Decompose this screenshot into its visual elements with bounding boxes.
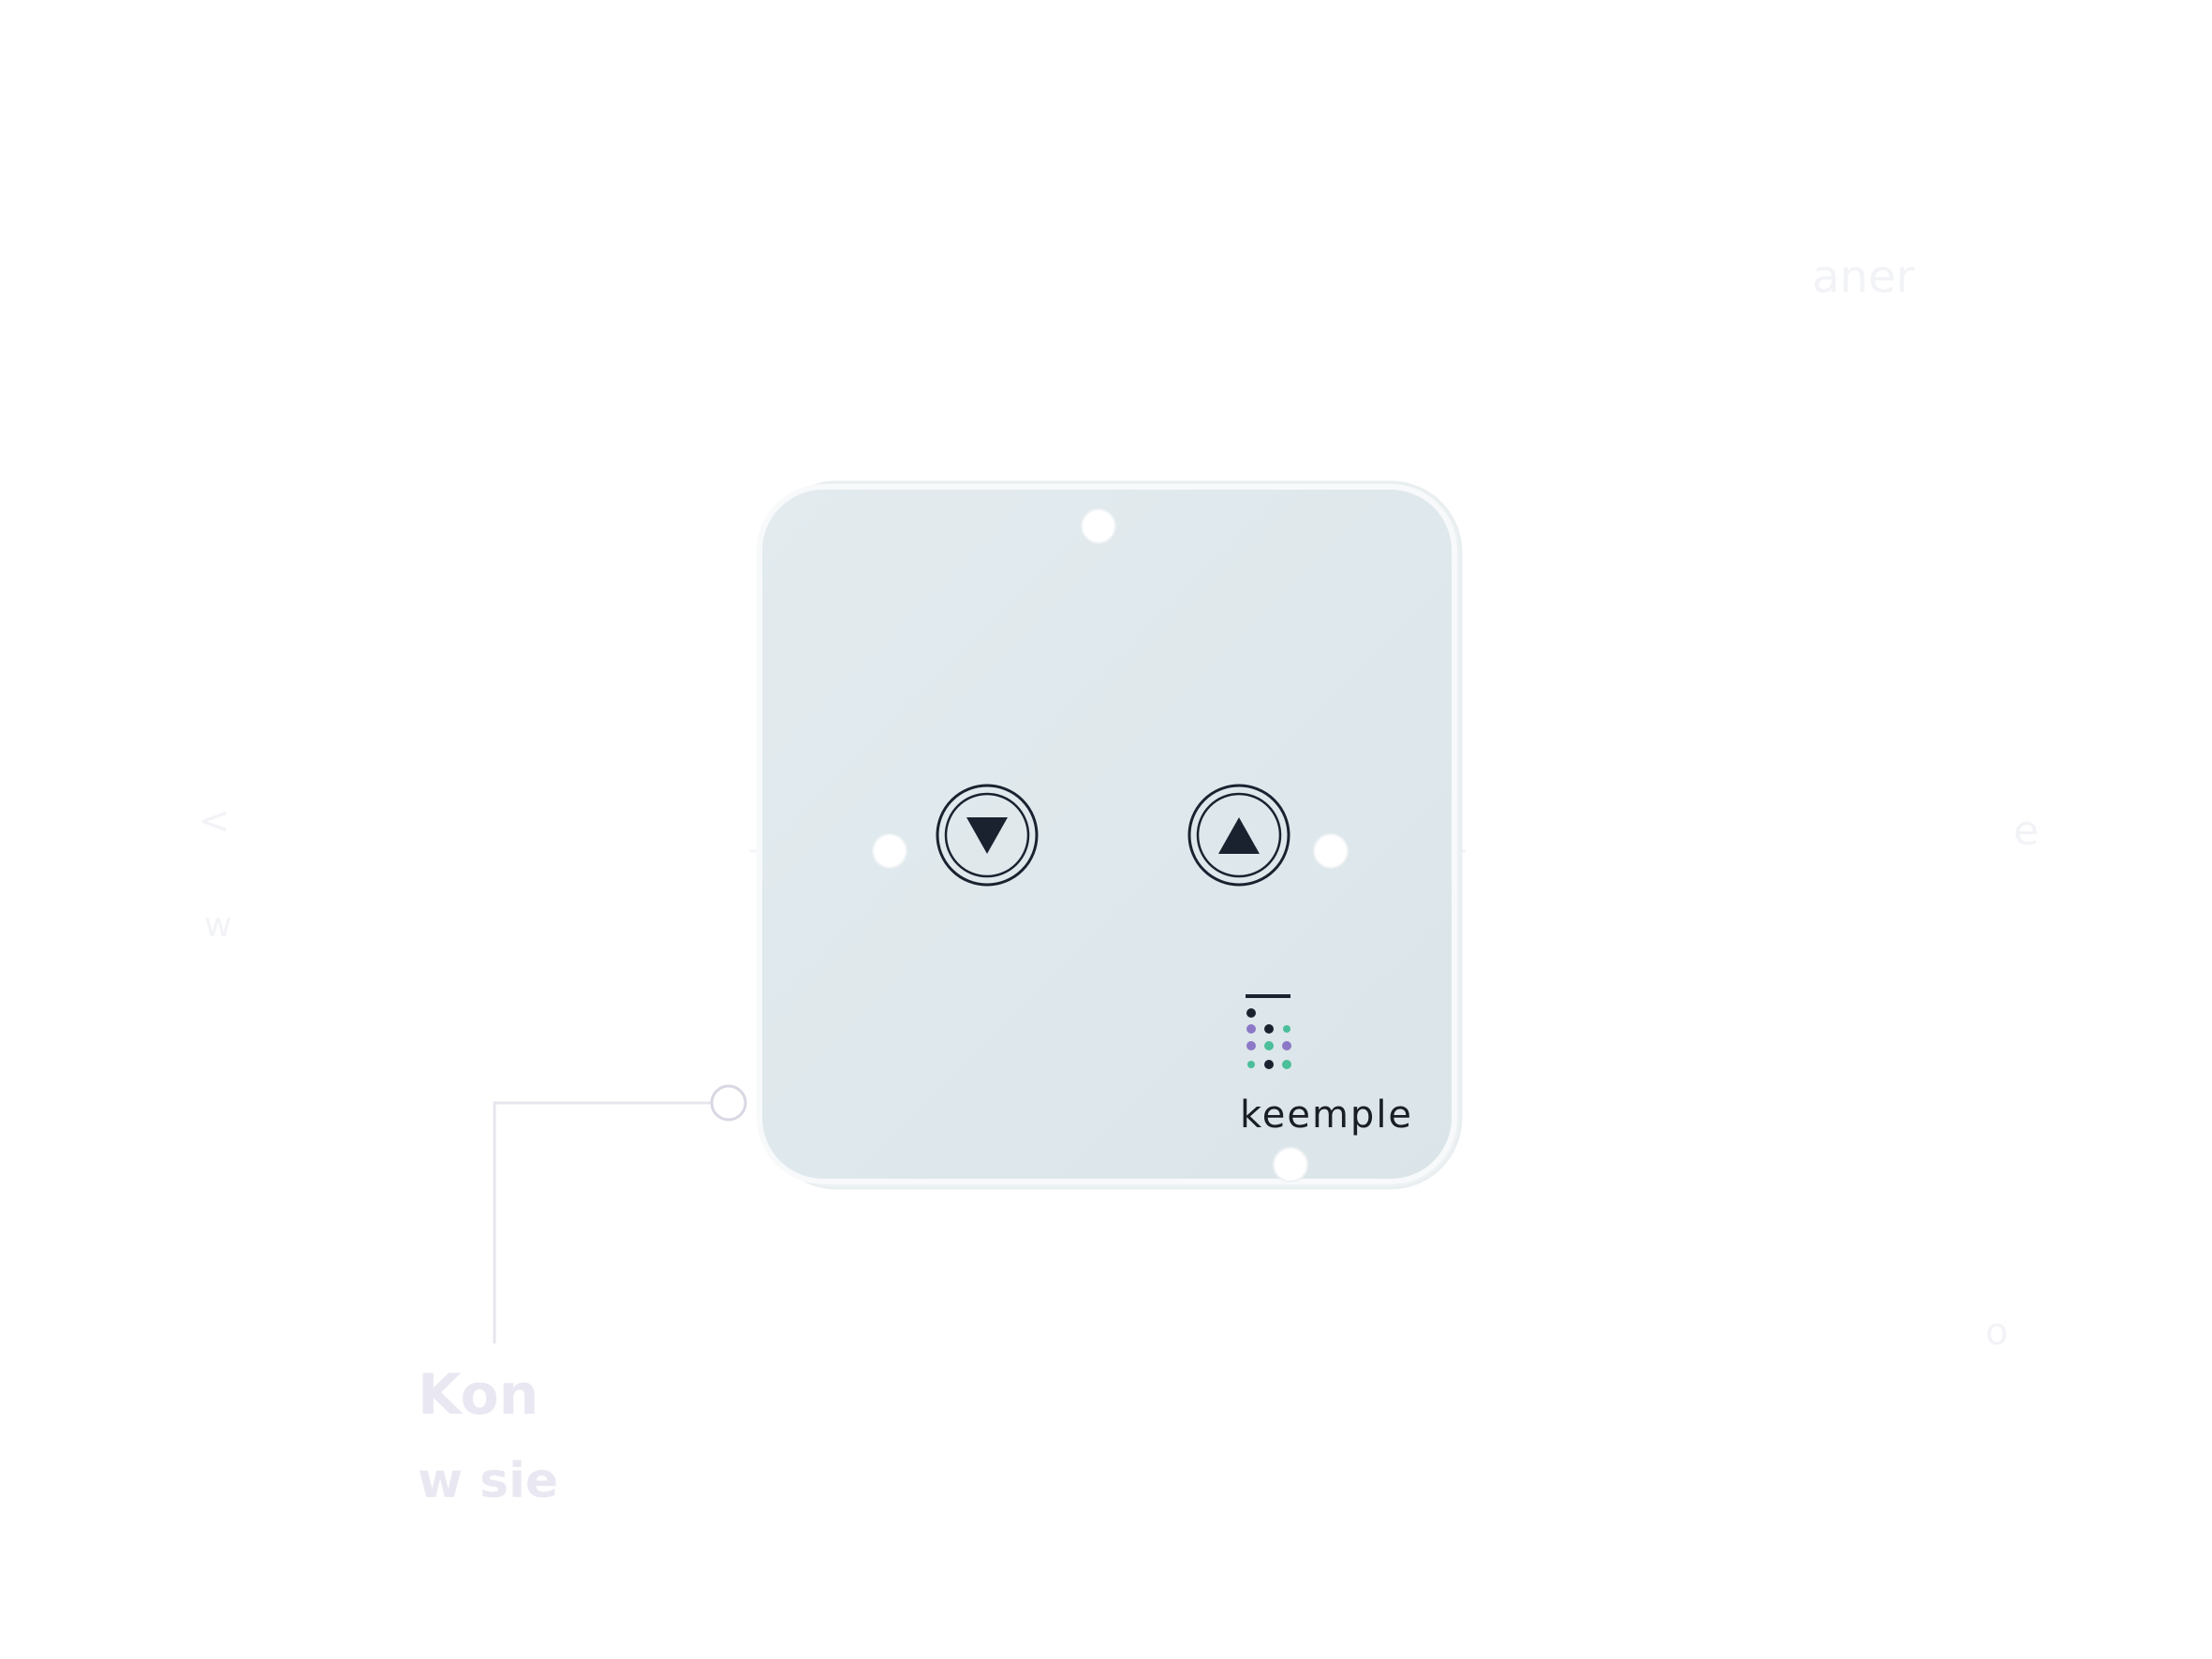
caption-bottom-left-line1: Kon <box>418 1362 539 1428</box>
caption-right-mid: e <box>2013 807 2040 855</box>
caption-left-bottom: w <box>204 906 232 945</box>
panel-face <box>757 484 1457 1184</box>
triangle-down-icon <box>966 817 1008 854</box>
up-button[interactable] <box>1187 784 1290 887</box>
hotspot-dot-left[interactable] <box>872 833 907 869</box>
caption-top-right: aner <box>1812 251 1915 303</box>
hotspot-dot-top[interactable] <box>1081 508 1116 544</box>
keemple-logo-mark <box>1246 994 1291 1069</box>
triangle-up-icon <box>1218 817 1260 854</box>
callout-line-bottom-left <box>493 1101 729 1343</box>
down-button[interactable] <box>936 784 1039 887</box>
switch-panel <box>757 480 1463 1190</box>
brand-wordmark: keemple <box>1240 1094 1414 1137</box>
hotspot-dot-right[interactable] <box>1313 833 1349 869</box>
caption-bottom-left-line2: w sie <box>418 1453 559 1509</box>
hotspot-dot-bottom-right[interactable] <box>1273 1147 1308 1182</box>
hotspot-dot-bottom-left[interactable] <box>710 1084 747 1122</box>
callout-dots <box>710 508 1349 1182</box>
caption-right-bottom: o <box>1985 1311 2009 1354</box>
caption-left-top: < <box>199 800 230 843</box>
